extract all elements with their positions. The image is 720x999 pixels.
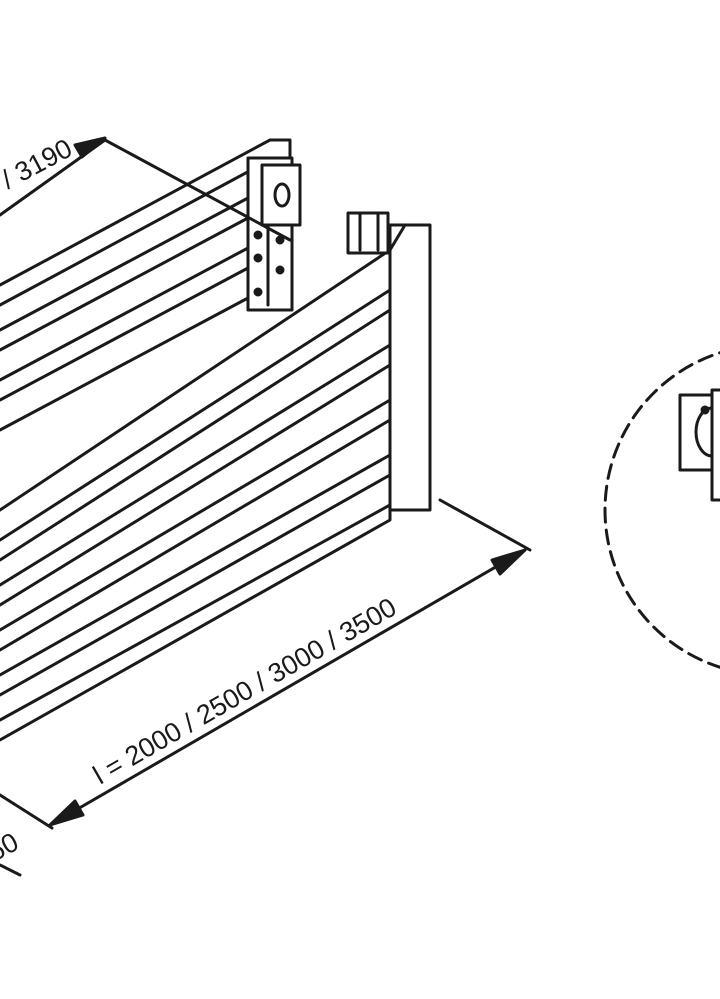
depth-dimension-line [0, 793, 54, 877]
height-dimension-line [0, 136, 292, 242]
length-dimension-line [48, 498, 532, 827]
top-bracket [346, 211, 390, 255]
front-radiator-panel [0, 223, 432, 742]
depth-dimension-label: 60 [0, 827, 23, 868]
detail-callout-circle [603, 351, 720, 669]
back-radiator-panel [0, 138, 292, 432]
wall-bracket [246, 156, 302, 312]
